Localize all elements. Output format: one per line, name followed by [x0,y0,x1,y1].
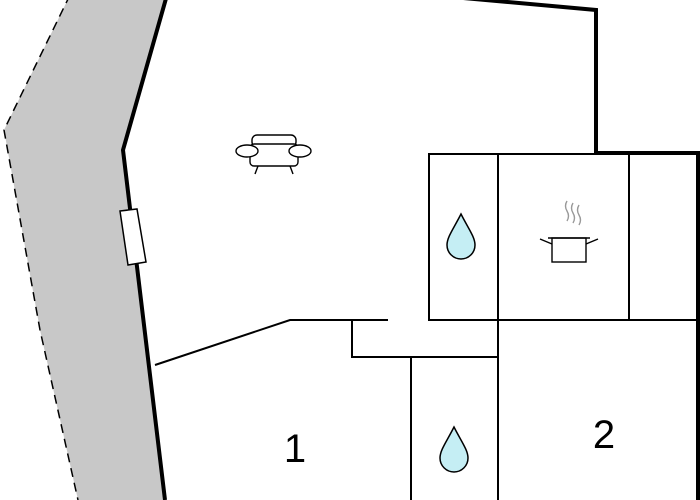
room-label-1: 1 [284,427,306,471]
water-drop-icon [439,425,469,473]
terrace-edge [3,0,79,500]
room-label-2: 2 [593,413,615,457]
water-drop-icon [446,212,476,260]
wall-living-divider [154,319,388,366]
wall-hallway [351,320,499,500]
cooking-pot-icon [539,200,599,263]
terrace-area [4,0,166,500]
sofa-icon [235,134,312,175]
window-icon [119,208,147,266]
upper-room-block [428,153,698,321]
outer-wall-left [120,0,168,500]
